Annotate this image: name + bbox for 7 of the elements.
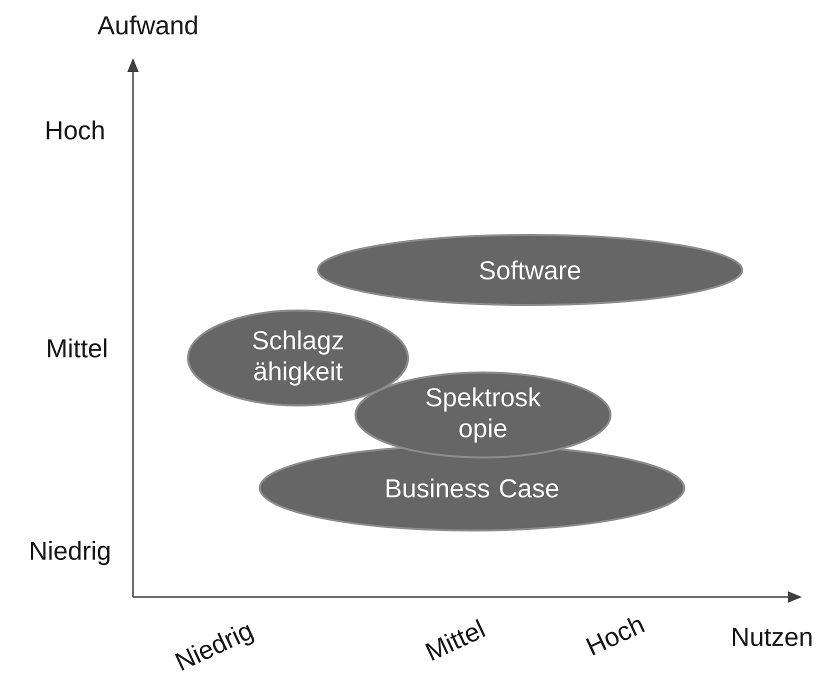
axis-label: Hoch [586, 618, 645, 656]
axis-label: Niedrig [30, 540, 110, 566]
axis-label: Mittel [425, 618, 486, 661]
axis-label: Nutzen [732, 628, 812, 646]
axis-label: Mittel [48, 338, 106, 358]
axis-label: Hoch [46, 120, 104, 140]
axis-label: Aufwand [97, 15, 197, 35]
